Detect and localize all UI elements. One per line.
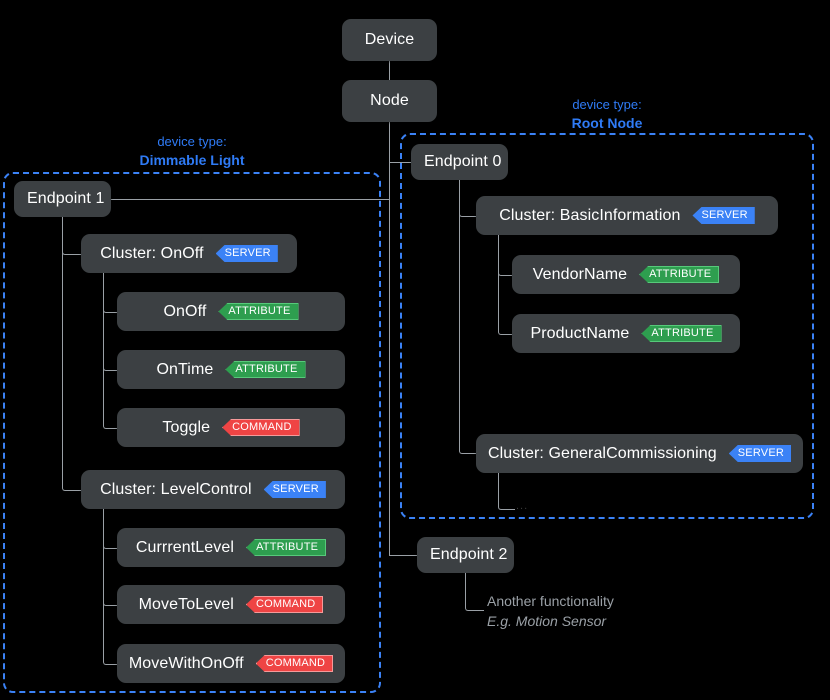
endpoint-1-label: Endpoint 1: [27, 190, 105, 207]
connector-node-trunk-lower: [389, 200, 390, 555]
cluster-basicinformation-label: Cluster: BasicInformation: [499, 206, 681, 224]
endpoint-0-node[interactable]: Endpoint 0: [411, 144, 508, 180]
movewithonoff-command-badge: COMMAND: [255, 655, 334, 672]
movetolevel-command-row: MoveToLevel COMMAND: [133, 596, 329, 614]
movewithonoff-command-node[interactable]: MoveWithOnOff COMMAND: [117, 644, 345, 683]
root-node-group: [400, 133, 814, 519]
cluster-onoff-node[interactable]: Cluster: OnOff SERVER: [81, 234, 297, 273]
cluster-onoff-label: Cluster: OnOff: [100, 244, 204, 262]
onoff-attribute-node[interactable]: OnOff ATTRIBUTE: [117, 292, 345, 331]
connector-node-to-endpoint2: [389, 555, 417, 556]
productname-attribute-node[interactable]: ProductName ATTRIBUTE: [512, 314, 740, 353]
endpoint-2-note: Another functionality E.g. Motion Sensor: [487, 591, 614, 631]
ontime-attribute-label: OnTime: [156, 360, 214, 378]
root-node-group-label: device type: Root Node: [507, 96, 707, 132]
cluster-basicinformation-row: Cluster: BasicInformation SERVER: [492, 207, 762, 225]
ontime-attribute-node[interactable]: OnTime ATTRIBUTE: [117, 350, 345, 389]
cluster-generalcommissioning-label: Cluster: GeneralCommissioning: [488, 444, 717, 462]
cluster-onoff-row: Cluster: OnOff SERVER: [97, 245, 281, 263]
cluster-basicinformation-badge: SERVER: [692, 207, 755, 224]
toggle-command-badge: COMMAND: [222, 419, 300, 436]
dimmable-light-group: [3, 172, 381, 693]
cluster-levelcontrol-badge: SERVER: [263, 481, 326, 498]
movetolevel-command-badge: COMMAND: [245, 596, 324, 613]
connector-basicinformation-to-productname: [498, 235, 513, 335]
movetolevel-command-label: MoveToLevel: [138, 595, 234, 613]
connector-endpoint0-to-generalcommissioning: [459, 180, 477, 454]
generalcommissioning-ellipsis: ...: [516, 500, 529, 512]
connector-device-to-node: [389, 60, 390, 80]
vendorname-attribute-node[interactable]: VendorName ATTRIBUTE: [512, 255, 740, 294]
productname-attribute-badge: ATTRIBUTE: [641, 325, 722, 342]
cluster-levelcontrol-node[interactable]: Cluster: LevelControl SERVER: [81, 470, 345, 509]
cluster-onoff-badge: SERVER: [215, 245, 278, 262]
productname-attribute-row: ProductName ATTRIBUTE: [528, 325, 724, 343]
cluster-generalcommissioning-badge: SERVER: [728, 445, 792, 462]
cluster-levelcontrol-row: Cluster: LevelControl SERVER: [97, 481, 329, 499]
connector-onoff-to-toggle-cmd: [103, 273, 118, 429]
ontime-attribute-row: OnTime ATTRIBUTE: [133, 361, 329, 379]
dimmable-light-group-label-line1: device type:: [157, 134, 227, 149]
root-node-group-label-line2: Root Node: [571, 115, 643, 131]
vendorname-attribute-label: VendorName: [532, 265, 628, 283]
dimmable-light-group-label-line2: Dimmable Light: [139, 152, 245, 168]
device-node-label: Device: [364, 31, 415, 48]
movetolevel-command-node[interactable]: MoveToLevel COMMAND: [117, 585, 345, 624]
endpoint-2-node[interactable]: Endpoint 2: [417, 537, 514, 573]
endpoint-2-note-line2: E.g. Motion Sensor: [487, 613, 607, 629]
connector-endpoint1-to-cluster-levelcontrol: [62, 217, 82, 491]
endpoint-2-label: Endpoint 2: [430, 546, 508, 563]
productname-attribute-label: ProductName: [530, 324, 630, 342]
connector-endpoint1-to-trunk: [100, 199, 390, 200]
endpoint-2-note-line1: Another functionality: [487, 593, 614, 609]
onoff-attribute-row: OnOff ATTRIBUTE: [133, 303, 329, 321]
node-node[interactable]: Node: [342, 80, 437, 122]
connector-endpoint2-to-note: [465, 573, 484, 611]
root-node-group-label-line1: device type:: [572, 97, 642, 112]
toggle-command-label: Toggle: [162, 418, 211, 436]
toggle-command-row: Toggle COMMAND: [133, 419, 329, 437]
onoff-attribute-label: OnOff: [163, 302, 207, 320]
ontime-attribute-badge: ATTRIBUTE: [225, 361, 306, 378]
device-node[interactable]: Device: [342, 19, 437, 61]
currentlevel-attribute-node[interactable]: CurrrentLevel ATTRIBUTE: [117, 528, 345, 567]
currentlevel-attribute-label: CurrrentLevel: [135, 538, 235, 556]
currentlevel-attribute-row: CurrrentLevel ATTRIBUTE: [133, 539, 329, 557]
cluster-levelcontrol-label: Cluster: LevelControl: [100, 480, 252, 498]
cluster-basicinformation-node[interactable]: Cluster: BasicInformation SERVER: [476, 196, 778, 235]
movewithonoff-command-label: MoveWithOnOff: [128, 654, 244, 672]
toggle-command-node[interactable]: Toggle COMMAND: [117, 408, 345, 447]
currentlevel-attribute-badge: ATTRIBUTE: [246, 539, 327, 556]
onoff-attribute-badge: ATTRIBUTE: [218, 303, 299, 320]
connector-node-trunk: [389, 122, 390, 200]
connector-levelcontrol-to-movewithonoff: [103, 509, 118, 665]
movewithonoff-command-row: MoveWithOnOff COMMAND: [129, 655, 334, 673]
cluster-generalcommissioning-row: Cluster: GeneralCommissioning SERVER: [488, 445, 792, 463]
node-node-label: Node: [370, 92, 409, 109]
vendorname-attribute-row: VendorName ATTRIBUTE: [528, 266, 724, 284]
endpoint-0-label: Endpoint 0: [424, 153, 502, 170]
endpoint-1-node[interactable]: Endpoint 1: [14, 181, 111, 217]
dimmable-light-group-label: device type: Dimmable Light: [92, 133, 292, 169]
vendorname-attribute-badge: ATTRIBUTE: [639, 266, 720, 283]
connector-generalcommissioning-to-ellipsis: [498, 473, 515, 510]
cluster-generalcommissioning-node[interactable]: Cluster: GeneralCommissioning SERVER: [476, 434, 803, 473]
